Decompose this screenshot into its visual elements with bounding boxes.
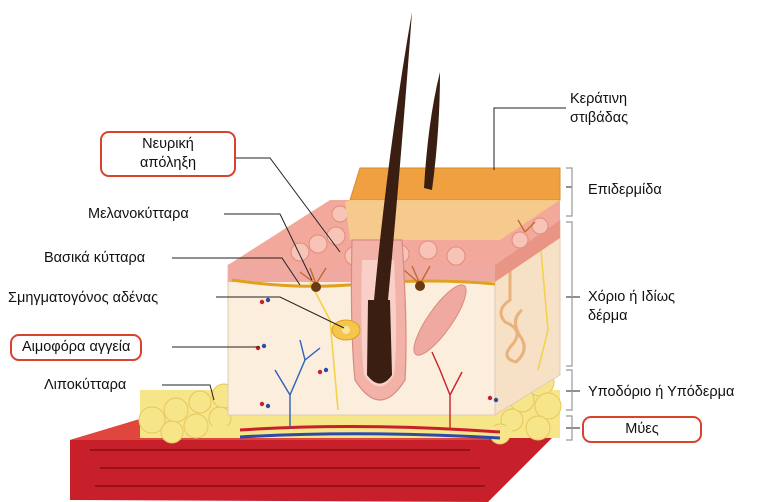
keratin-layer-label-line1: Κεράτινη bbox=[570, 90, 628, 109]
hypodermis-label: Υποδόριο ή Υπόδερμα bbox=[588, 383, 734, 402]
sebaceous-gland bbox=[332, 320, 360, 340]
blood-vessels-label: Αιμοφόρα αγγεία bbox=[10, 334, 142, 361]
keratin-layer-label: Κεράτινη στιβάδας bbox=[570, 90, 628, 128]
nerve-ending-label-line2: απόληξη bbox=[112, 154, 224, 173]
muscle-label: Μύες bbox=[582, 416, 702, 443]
epidermis-label: Επιδερμίδα bbox=[588, 181, 662, 200]
nerve-ending-label-box: Νευρική απόληξη bbox=[100, 131, 236, 177]
dermis-label-line2: δέρμα bbox=[588, 307, 675, 326]
adipocytes-label: Λιποκύτταρα bbox=[44, 376, 126, 395]
layer-brackets bbox=[566, 168, 572, 440]
melanocytes-label: Μελανοκύτταρα bbox=[88, 205, 189, 224]
dermis-label: Χόριο ή Ιδίως δέρμα bbox=[588, 288, 675, 326]
keratin-layer-label-line2: στιβάδας bbox=[570, 109, 628, 128]
dermis-label-line1: Χόριο ή Ιδίως bbox=[588, 288, 675, 307]
melanocyte-cell bbox=[311, 282, 321, 292]
basal-cells-label: Βασικά κύτταρα bbox=[44, 249, 145, 268]
sebaceous-gland-label: Σμηγματογόνος αδένας bbox=[8, 289, 158, 308]
nerve-ending-label-line1: Νευρική bbox=[112, 135, 224, 154]
keratin-layer-block bbox=[350, 168, 560, 200]
melanocyte-cell bbox=[415, 281, 425, 291]
